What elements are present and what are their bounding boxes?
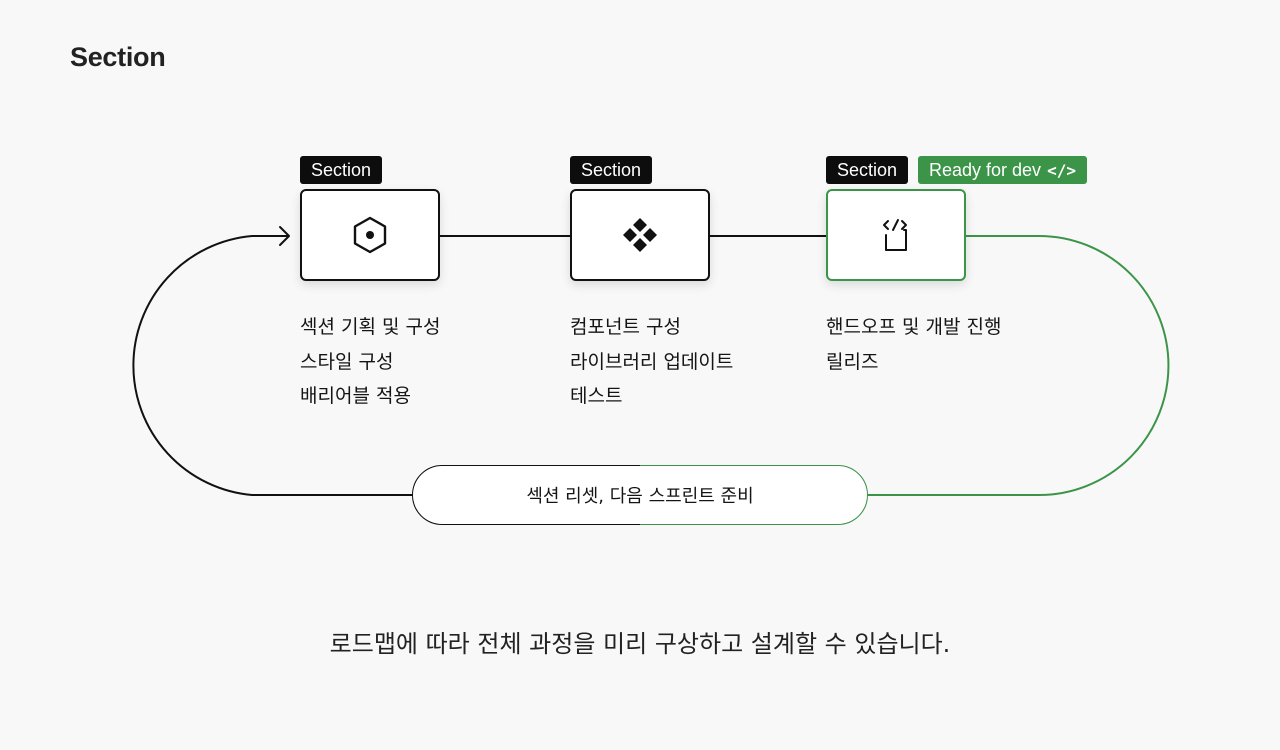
section-tag-step-3: Section <box>826 156 909 184</box>
loop-green-line <box>867 235 1170 496</box>
ready-for-dev-badge: Ready for dev </> <box>918 156 1087 184</box>
list-item: 배리어블 적용 <box>300 385 411 407</box>
list-item: 섹션 기획 및 구성 <box>300 316 441 338</box>
roadmap-caption: 로드맵에 따라 전체 과정을 미리 구상하고 설계할 수 있습니다. <box>329 630 951 658</box>
loop-reset-label: 섹션 리셋, 다음 스프린트 준비 <box>526 486 754 507</box>
code-brackets-icon: </> <box>1047 161 1076 180</box>
step-card-2[interactable] <box>570 189 710 281</box>
hexagon-dot-icon <box>353 216 387 254</box>
step-list-1: 섹션 기획 및 구성 스타일 구성 배리어블 적용 <box>300 310 440 414</box>
list-item: 릴리즈 <box>826 350 879 373</box>
section-tag-step-2: Section <box>570 156 653 184</box>
step-card-3[interactable] <box>826 189 966 281</box>
loop-reset-pill: 섹션 리셋, 다음 스프린트 준비 <box>413 466 867 524</box>
page-title: Section <box>70 42 166 72</box>
step-list-2: 컴포넌트 구성 라이브러리 업데이트 테스트 <box>570 310 733 414</box>
status-badge-label: Ready for dev <box>929 160 1042 180</box>
loop-return-line <box>132 235 413 496</box>
list-item: 컴포넌트 구성 <box>570 316 681 338</box>
list-item: 스타일 구성 <box>300 350 394 373</box>
loop-arrowhead <box>279 226 290 246</box>
step-list-3: 핸드오프 및 개발 진행 릴리즈 <box>826 310 1001 379</box>
list-item: 테스트 <box>570 385 623 407</box>
list-item: 핸드오프 및 개발 진행 <box>826 316 1002 338</box>
section-tag-step-1: Section <box>300 156 383 184</box>
list-item: 라이브러리 업데이트 <box>570 350 734 373</box>
component-diamond-icon <box>623 218 657 252</box>
step-card-1[interactable] <box>300 189 440 281</box>
dev-handoff-icon <box>883 219 907 251</box>
